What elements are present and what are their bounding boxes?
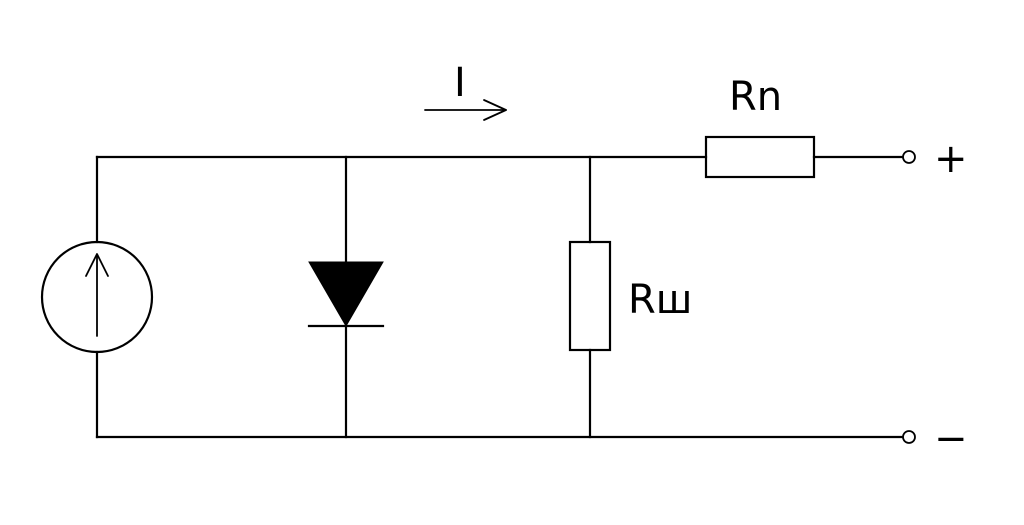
series-resistor-label: Rn [729,74,782,120]
series-resistor-icon [704,135,816,179]
diode-icon [307,261,385,328]
current-source-icon [40,240,154,354]
current-label: I [454,60,466,106]
negative-terminal-label: − [934,416,968,462]
negative-terminal-icon [902,430,916,444]
positive-terminal-label: + [934,136,968,182]
current-direction-arrow-icon [424,99,507,121]
positive-terminal-icon [902,150,916,164]
shunt-resistor-icon [568,240,612,352]
shunt-resistor-label: Rш [628,277,692,323]
